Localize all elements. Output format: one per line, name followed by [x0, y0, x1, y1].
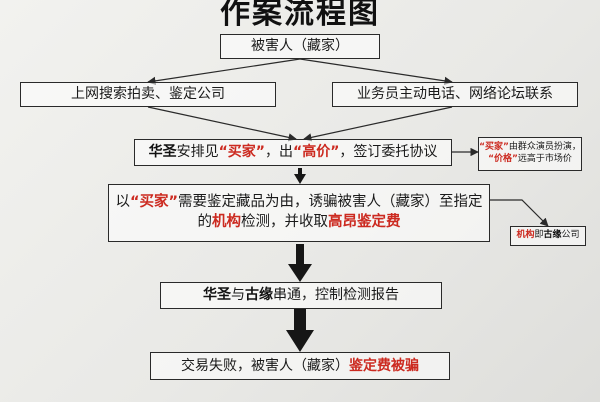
- note-buyer-text: 由群众演员扮演，: [508, 142, 581, 153]
- collude-node: 华圣与古缘串通，控制检测报告: [160, 282, 442, 309]
- note-price-text: 远高于市场价: [517, 154, 572, 164]
- lure-buyer: “买家”: [129, 194, 179, 211]
- buyer-note: “买家”由群众演员扮演， “价格”远高于市场价: [478, 137, 582, 171]
- start-node-label: 被害人（藏家）: [251, 38, 349, 55]
- arrange-node: 华圣安排见“买家”，出“高价”，签订委托协议: [134, 139, 452, 166]
- note-price-term: “价格”: [488, 154, 518, 164]
- arrange-price: “高价”: [293, 144, 340, 161]
- connector-start-left: [147, 58, 301, 86]
- arrange-buyer: “买家”: [218, 144, 265, 161]
- thick-arrow-collude-end: [286, 309, 314, 352]
- arrange-text-3: ，签订委托协议: [339, 144, 438, 161]
- lure-text-3: 的: [197, 214, 213, 230]
- note-agency-name: 古缘: [543, 230, 562, 241]
- note-agency-text-2: 公司: [561, 230, 580, 241]
- connector-start-right: [299, 58, 453, 86]
- end-result: 鉴定费被骗: [349, 357, 419, 374]
- collude-company-2: 古缘: [245, 287, 273, 304]
- start-node: 被害人（藏家）: [220, 34, 380, 59]
- note-agency-term: 机构: [516, 230, 535, 241]
- arrange-company: 华圣: [148, 144, 177, 161]
- connector-left-arrange: [147, 106, 297, 142]
- note-buyer-term: “买家”: [479, 142, 509, 153]
- lure-text-2: 需要鉴定藏品为由，诱骗被害人（藏家）至指定: [178, 194, 483, 211]
- agency-note: 机构即古缘公司: [510, 226, 586, 246]
- arrange-text-2: ，出: [265, 144, 293, 161]
- end-node: 交易失败，被害人（藏家）鉴定费被骗: [150, 352, 450, 380]
- lure-fee: 高昂鉴定费: [328, 214, 401, 230]
- lure-agency: 机构: [212, 214, 241, 230]
- collude-company-1: 华圣: [203, 287, 231, 304]
- lure-text-1: 以: [115, 194, 130, 211]
- left-channel-label: 上网搜索拍卖、鉴定公司: [71, 86, 225, 103]
- right-channel-label: 业务员主动电话、网络论坛联系: [357, 86, 553, 103]
- arrange-text-1: 安排见: [176, 144, 219, 161]
- end-text: 交易失败，被害人（藏家）: [181, 357, 349, 374]
- note-agency-text-1: 即: [534, 230, 544, 241]
- thick-arrow-lure-collude: [288, 244, 312, 282]
- thick-arrow-arrange-lure: [294, 168, 306, 184]
- lure-node: 以“买家”需要鉴定藏品为由，诱骗被害人（藏家）至指定 的机构检测，并收取高昂鉴定…: [108, 184, 490, 242]
- right-channel-node: 业务员主动电话、网络论坛联系: [332, 82, 578, 107]
- connector-right-arrange: [303, 106, 453, 142]
- left-channel-node: 上网搜索拍卖、鉴定公司: [20, 82, 276, 107]
- lure-text-4: 检测，并收取: [241, 214, 328, 230]
- collude-text-2: 串通，控制检测报告: [273, 287, 399, 304]
- collude-text-1: 与: [231, 287, 245, 304]
- connector-lure-agency: [490, 199, 549, 227]
